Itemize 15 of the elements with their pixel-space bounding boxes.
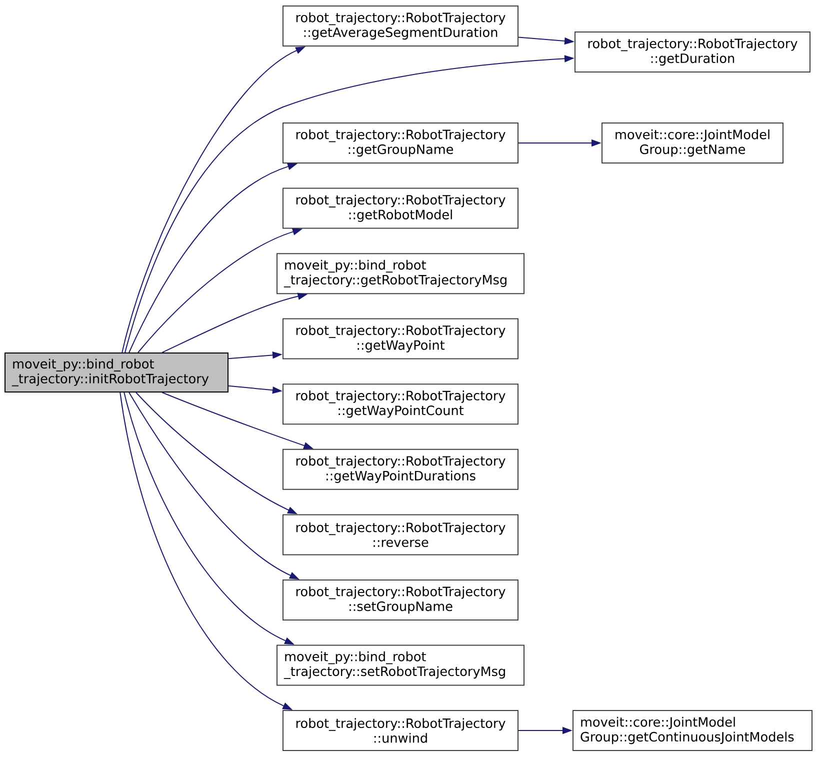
function-box: robot_trajectory::RobotTrajectory ::getAverageSegmentDuration <box>282 6 518 46</box>
function-box: robot_trajectory::RobotTrajectory ::getWayPointDurations <box>282 448 518 490</box>
function-box: robot_trajectory::RobotTrajectory ::getRobotModel <box>282 188 518 229</box>
function-box: robot_trajectory::RobotTrajectory ::reverse <box>282 514 518 556</box>
function-box: moveit_py::bind_robot _trajectory::setRobotTrajectoryMsg <box>276 644 524 686</box>
function-box: moveit::core::JointModel Group::getContinuousJointModels <box>572 710 812 751</box>
function-box: moveit_py::bind_robot _trajectory::getRobotTrajectoryMsg <box>276 253 524 294</box>
function-box: moveit::core::JointModel Group::getName <box>602 122 784 164</box>
function-box: robot_trajectory::RobotTrajectory ::setGroupName <box>282 580 518 620</box>
function-box: robot_trajectory::RobotTrajectory ::getWayPoint <box>282 318 518 360</box>
function-box: robot_trajectory::RobotTrajectory ::getDuration <box>574 32 810 72</box>
function-box: robot_trajectory::RobotTrajectory ::unwind <box>282 710 518 751</box>
function-box: robot_trajectory::RobotTrajectory ::getWayPointCount <box>282 384 518 425</box>
function-box: moveit_py::bind_robot _trajectory::initRobotTrajectory <box>4 352 228 392</box>
function-box: robot_trajectory::RobotTrajectory ::getGroupName <box>282 122 518 164</box>
